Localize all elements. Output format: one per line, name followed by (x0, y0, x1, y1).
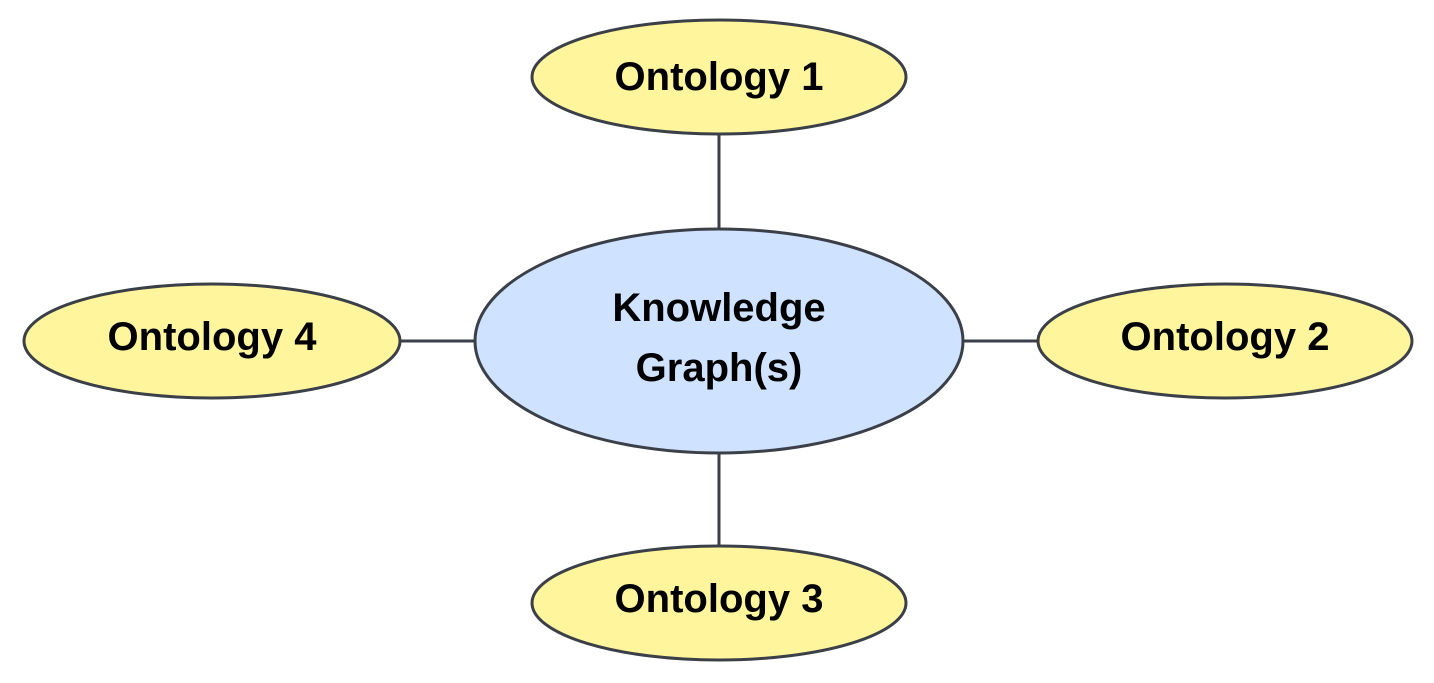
ontology-2-label: Ontology 2 (1121, 315, 1330, 359)
hub-label-line-1: Knowledge (612, 286, 825, 330)
ontology-4-label: Ontology 4 (108, 315, 318, 359)
ontology-3-label: Ontology 3 (615, 577, 824, 621)
ontology-2-ellipse (1036, 282, 1414, 400)
ontology-1-label: Ontology 1 (615, 55, 824, 99)
ontology-1-node: Ontology 1 (530, 18, 908, 136)
ontology-1-ellipse (530, 18, 908, 136)
knowledge-graph-hub-node: Knowledge Graph(s) (473, 227, 965, 455)
ontology-4-ellipse (22, 282, 402, 400)
ontology-2-node: Ontology 2 (1036, 282, 1414, 400)
hub-label-line-2: Graph(s) (636, 346, 803, 390)
ontology-4-node: Ontology 4 (22, 282, 402, 400)
knowledge-graph-hub-ellipse (473, 227, 965, 455)
ontology-3-node: Ontology 3 (530, 544, 908, 662)
ontology-3-ellipse (530, 544, 908, 662)
